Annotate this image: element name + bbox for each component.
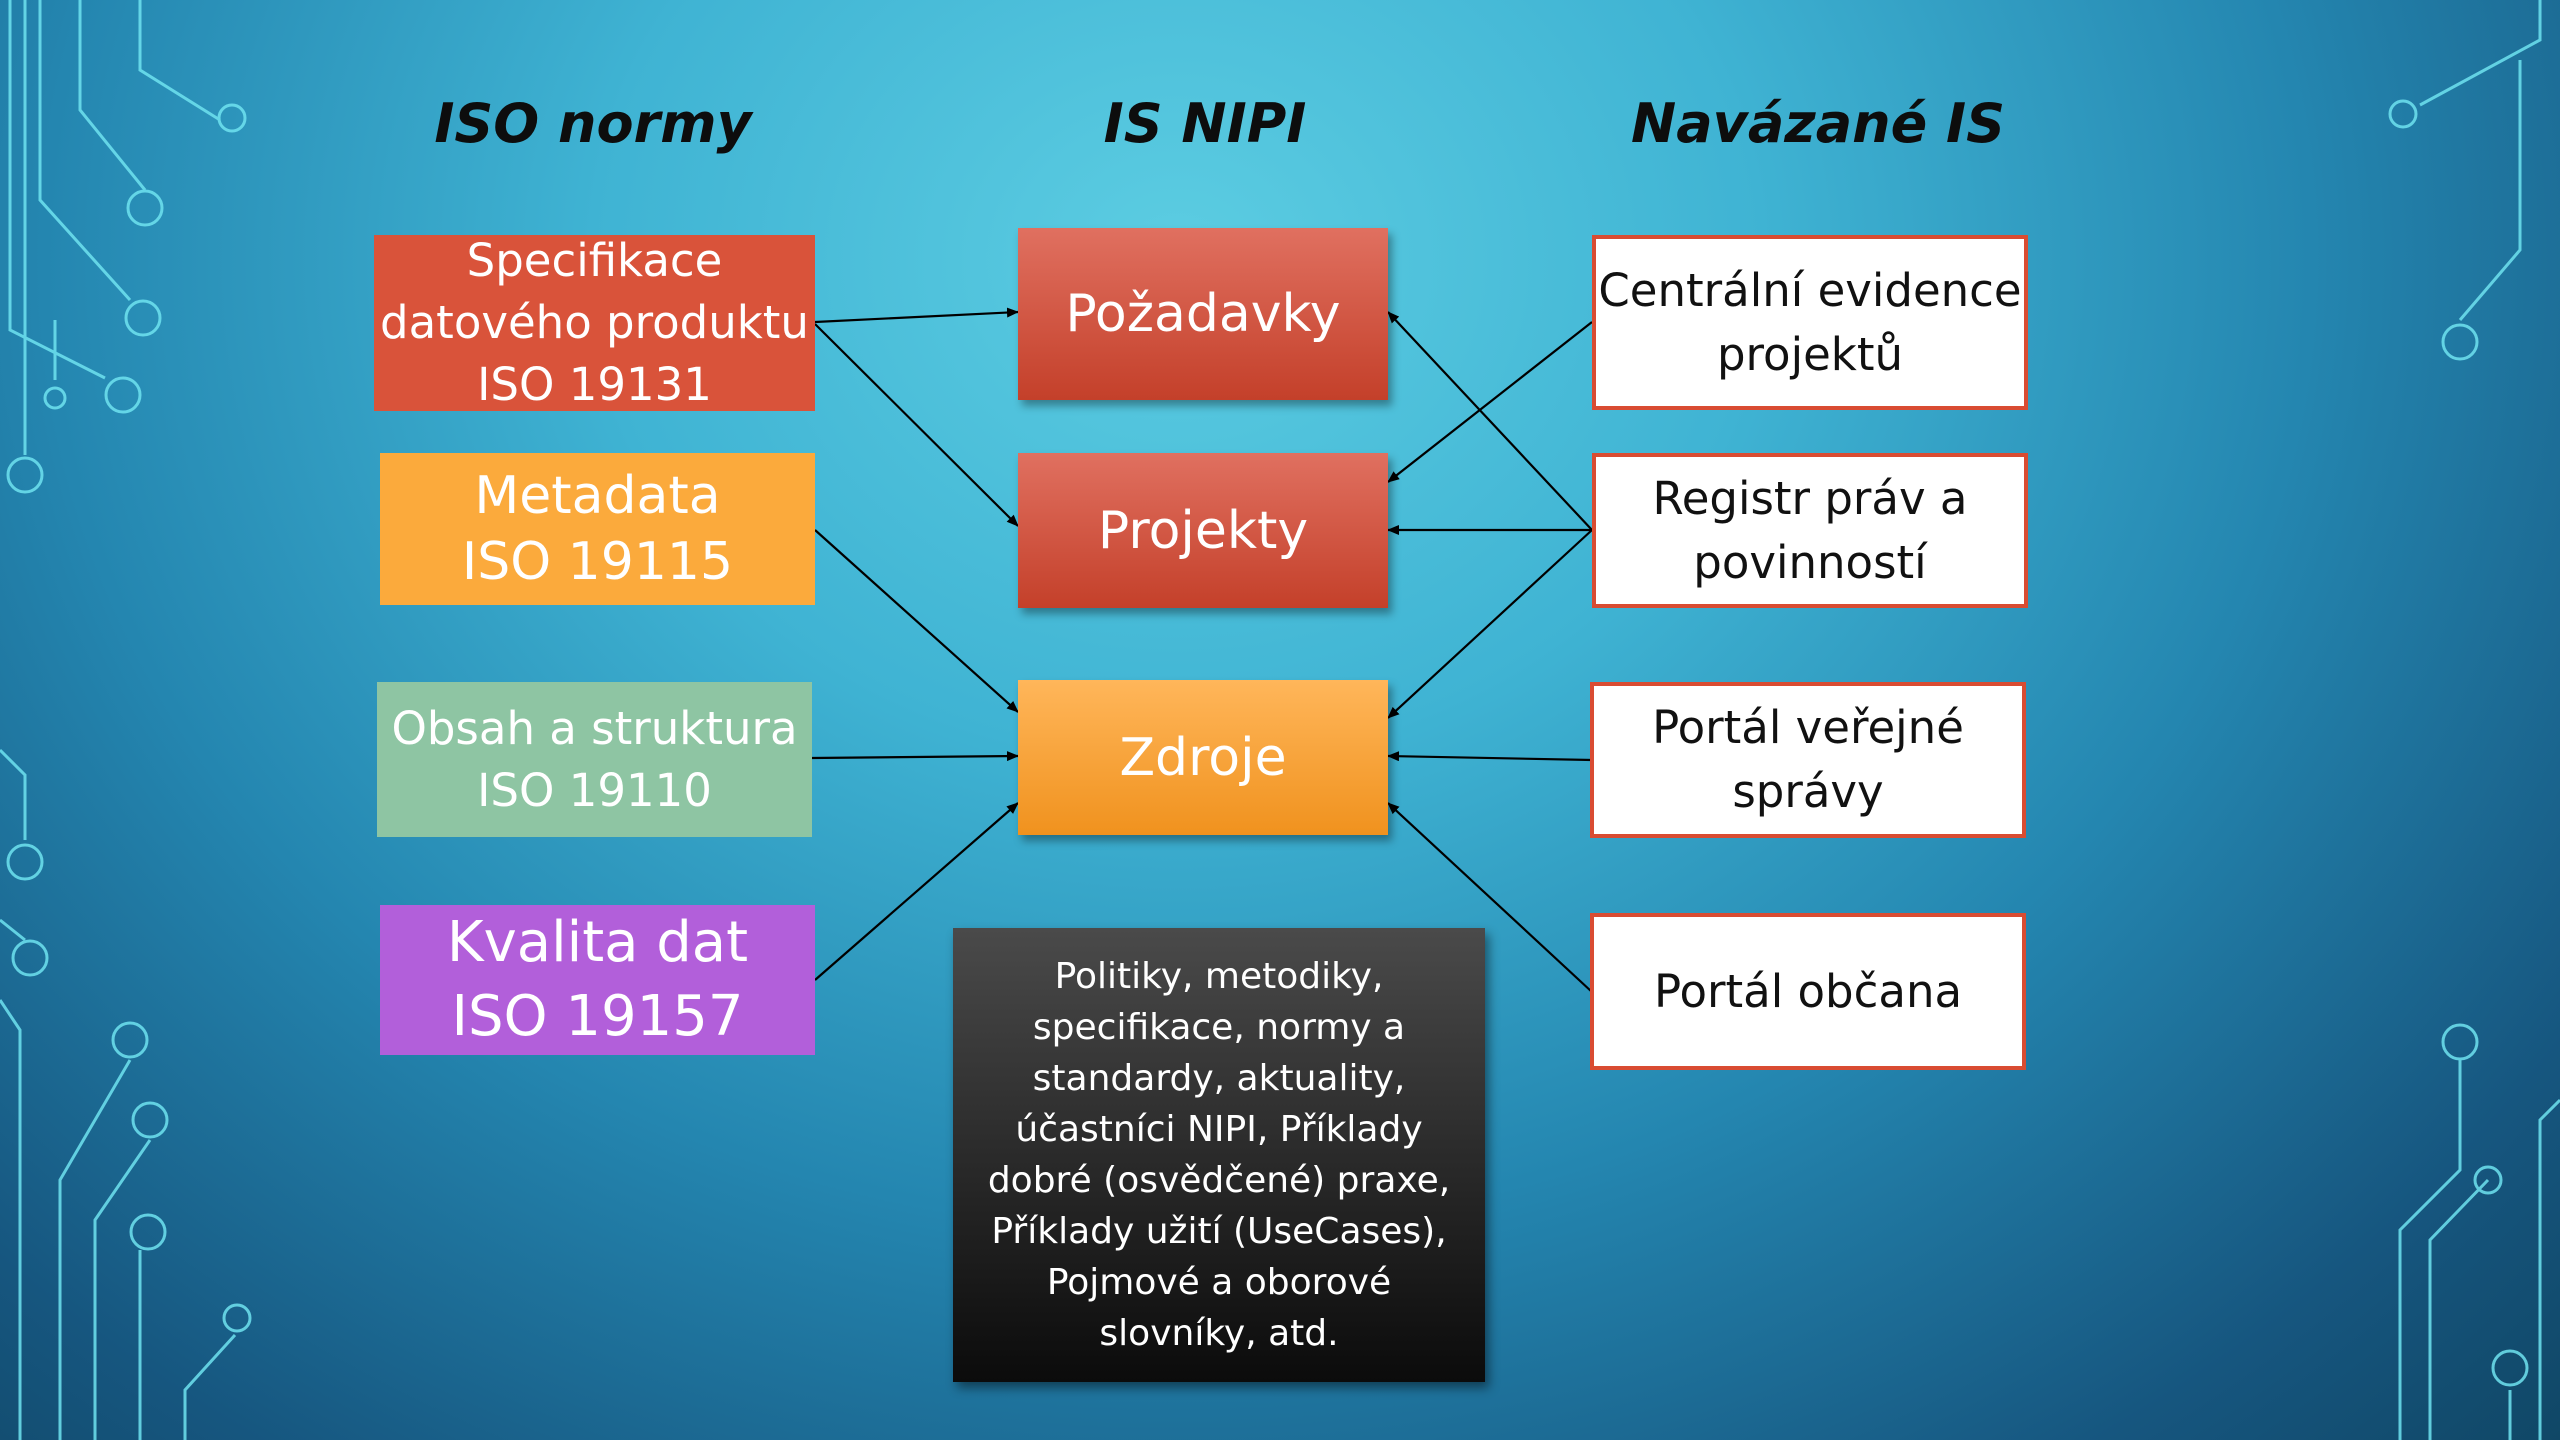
iso-box-obsah: Obsah a struktura ISO 19110 (377, 682, 812, 837)
linked-box-label: Centrální evidence projektů (1598, 263, 2022, 381)
arrow-kvalita-to-zdroje (814, 802, 1019, 981)
iso-box-label: Metadata ISO 19115 (461, 466, 734, 592)
linked-box-label: Registr práv a povinností (1652, 471, 1968, 589)
linked-box-label: Portál občana (1653, 964, 1963, 1018)
arrow-rpp-to-zdroje (1387, 529, 1593, 719)
linked-box-pvs: Portál veřejné správy (1590, 682, 2026, 838)
nipi-content-note: Politiky, metodiky, specifikace, normy a… (953, 928, 1485, 1382)
nipi-box-projekty: Projekty (1018, 453, 1388, 608)
iso-box-label: Kvalita dat ISO 19157 (446, 910, 749, 1049)
nipi-box-zdroje: Zdroje (1018, 680, 1388, 835)
iso-box-kvalita: Kvalita dat ISO 19157 (380, 905, 815, 1055)
arrow-po-to-zdroje (1387, 802, 1593, 993)
arrow-obsah-to-zdroje (811, 751, 1019, 762)
linked-box-rpp: Registr práv a povinností (1592, 453, 2028, 608)
iso-box-label: Obsah a struktura ISO 19110 (391, 701, 798, 817)
linked-box-po: Portál občana (1590, 913, 2026, 1070)
iso-box-metadata: Metadata ISO 19115 (380, 453, 815, 605)
arrow-cep-to-projekty (1387, 321, 1593, 483)
iso-box-label: Specifikace datového produktu ISO 19131 (380, 234, 809, 411)
column-header-nipi: IS NIPI (1103, 92, 1307, 155)
nipi-box-label: Požadavky (1065, 284, 1341, 344)
iso-box-specifikace: Specifikace datového produktu ISO 19131 (374, 234, 815, 411)
arrow-spec-to-projekty (814, 323, 1019, 527)
nipi-box-pozadavky: Požadavky (1018, 228, 1388, 400)
note-text: Politiky, metodiky, specifikace, normy a… (987, 956, 1451, 1354)
linked-box-label: Portál veřejné správy (1652, 701, 1964, 818)
nipi-box-label: Projekty (1097, 500, 1309, 561)
arrow-spec-to-pozadavky (814, 307, 1019, 324)
arrow-pvs-to-zdroje (1387, 751, 1593, 762)
arrow-rpp-to-pozadavky (1387, 311, 1593, 531)
linked-box-cep: Centrální evidence projektů (1592, 235, 2028, 410)
arrow-metadata-to-zdroje (814, 529, 1019, 713)
column-header-iso: ISO normy (434, 92, 752, 155)
nipi-box-label: Zdroje (1119, 727, 1287, 788)
column-header-linked: Navázané IS (1631, 92, 2005, 155)
